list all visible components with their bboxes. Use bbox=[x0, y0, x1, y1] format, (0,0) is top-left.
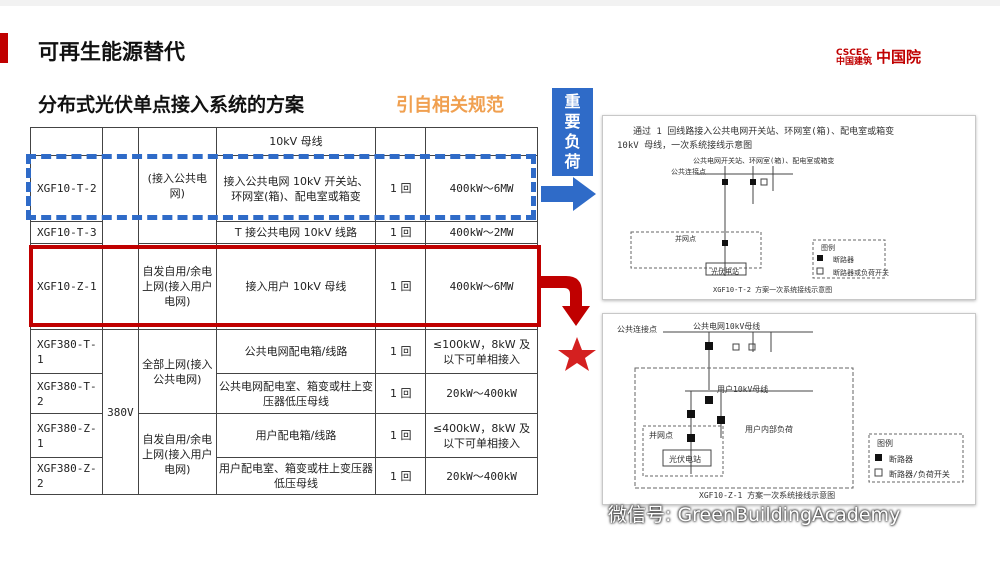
load-char: 要 bbox=[564, 112, 581, 131]
diagram-lines bbox=[630, 166, 886, 279]
capacity: 400kW～6MW bbox=[425, 155, 538, 222]
legend-title: 图例 bbox=[877, 439, 893, 448]
access-point: 用户配电室、箱变或柱上变压器低压母线 bbox=[215, 457, 377, 495]
legend-switch: 断路器/负荷开关 bbox=[889, 470, 950, 479]
station-label: 光伏电站 bbox=[669, 455, 701, 464]
diagram-lines bbox=[634, 331, 964, 489]
red-curved-arrow-icon bbox=[541, 276, 590, 326]
user-bus-label: 用户10kV母线 bbox=[717, 385, 769, 394]
table-row: XGF380-T-1 380V 全部上网(接入公共电网) 公共电网配电箱/线路 … bbox=[30, 329, 538, 495]
line-count bbox=[375, 127, 427, 156]
scheme-code: XGF10-T-2 bbox=[30, 155, 103, 222]
user-load-label: 用户内部负荷 bbox=[745, 425, 793, 434]
voltage-cell: 380V bbox=[101, 329, 139, 495]
access-point: 公共电网配电箱/线路 bbox=[215, 329, 377, 374]
slide-title: 可再生能源替代 bbox=[38, 40, 185, 64]
table-row: XGF380-Z-1 自发自用/余电上网(接入用户电网) 用户配电箱/线路 1 … bbox=[30, 413, 538, 495]
top-border bbox=[0, 0, 1000, 6]
wechat-watermark: 微信号: GreenBuildingAcademy bbox=[580, 500, 900, 527]
access-point: T 接公共电网 10kV 线路 bbox=[215, 221, 377, 244]
watermark-text: 微信号: GreenBuildingAcademy bbox=[608, 504, 901, 526]
grid-point-label: 并网点 bbox=[649, 431, 673, 440]
legend-breaker: 断路器 bbox=[889, 455, 913, 464]
table-row: XGF380-Z-2 用户配电室、箱变或柱上变压器低压母线 1 回 20kW～4… bbox=[30, 457, 538, 495]
brand-logo: CSCEC 中国建筑中国院 bbox=[836, 46, 921, 67]
logo-main-text: 中国院 bbox=[876, 48, 922, 66]
legend-breaker: 断路器 bbox=[833, 256, 854, 264]
star-icon bbox=[558, 337, 596, 371]
diagram-caption: XGF10-Z-1 方案一次系统接线示意图 bbox=[699, 491, 836, 500]
legend-switch: 断路器或负荷开关 bbox=[833, 269, 889, 277]
capacity bbox=[425, 127, 538, 156]
scheme-code: XGF10-Z-1 bbox=[30, 243, 103, 330]
diagram-header: 10kV 母线，一次系统接线示意图 bbox=[617, 141, 753, 151]
line-count: 1 回 bbox=[375, 373, 427, 414]
important-load-label: 重 要 负 荷 bbox=[552, 88, 593, 176]
diagram-header: 通过 1 回线路接入公共电网开关站、环网室(箱)、配电室或箱变 bbox=[633, 127, 895, 137]
wechat-icon bbox=[580, 507, 601, 523]
access-point: 10kV 母线 bbox=[215, 127, 377, 156]
diagram-xgf10-z-1: 公共连接点 公共电网10kV母线 用户10kV母线 并网点 用户内部负荷 光伏电… bbox=[602, 313, 976, 505]
title-accent-bar bbox=[0, 33, 8, 63]
capacity: 20kW～400kW bbox=[425, 457, 538, 495]
scheme-code bbox=[30, 127, 103, 156]
diagram-caption: XGF10-T-2 方案一次系统接线示意图 bbox=[713, 286, 833, 294]
scheme-code: XGF380-Z-2 bbox=[30, 457, 103, 495]
line-count: 1 回 bbox=[375, 413, 427, 458]
voltage-cell bbox=[101, 127, 139, 330]
scheme-code: XGF380-Z-1 bbox=[30, 413, 103, 458]
pcc-label: 公共连接点 bbox=[671, 168, 706, 176]
access-point: 接入用户 10kV 母线 bbox=[215, 243, 377, 330]
slide-subtitle: 分布式光伏单点接入系统的方案 bbox=[38, 94, 305, 116]
capacity: ≤100kW，8kW 及以下可单相接入 bbox=[425, 329, 538, 374]
blue-arrow-icon bbox=[541, 177, 596, 211]
access-mode: 自发自用/余电上网(接入用户电网) bbox=[137, 243, 217, 330]
pcc-label: 公共连接点 bbox=[617, 325, 657, 334]
table-row: XGF10-Z-1 自发自用/余电上网(接入用户电网) 接入用户 10kV 母线… bbox=[30, 243, 538, 330]
line-count: 1 回 bbox=[375, 221, 427, 244]
scheme-code: XGF380-T-1 bbox=[30, 329, 103, 374]
capacity: 400kW～6MW bbox=[425, 243, 538, 330]
line-count: 1 回 bbox=[375, 155, 427, 222]
bus-label: 公共电网开关站、环网室(箱)、配电室或箱变 bbox=[693, 157, 835, 165]
access-point: 公共电网配电室、箱变或柱上变压器低压母线 bbox=[215, 373, 377, 414]
scheme-code: XGF380-T-2 bbox=[30, 373, 103, 414]
access-mode: 自发自用/余电上网(接入用户电网) bbox=[137, 413, 217, 495]
scheme-code: XGF10-T-3 bbox=[30, 221, 103, 244]
highlight-dashed-box bbox=[26, 154, 536, 220]
line-count: 1 回 bbox=[375, 329, 427, 374]
highlight-red-box bbox=[29, 245, 541, 327]
load-char: 荷 bbox=[564, 152, 581, 171]
load-char: 负 bbox=[564, 132, 581, 151]
legend-title: 图例 bbox=[821, 244, 835, 252]
access-point: 用户配电箱/线路 bbox=[215, 413, 377, 458]
grid-point-label: 并网点 bbox=[675, 235, 696, 243]
load-char: 重 bbox=[564, 92, 581, 111]
access-scheme-table: (接入公共电网) 10kV 母线 XGF10-T-2 接入公共电网 10kV 开… bbox=[30, 127, 538, 495]
logo-small-text: CSCEC 中国建筑 bbox=[836, 47, 873, 67]
citation-note: 引自相关规范 bbox=[396, 95, 504, 116]
table-row: XGF380-T-2 公共电网配电室、箱变或柱上变压器低压母线 1 回 20kW… bbox=[30, 373, 538, 414]
diagram-xgf10-t-2: 通过 1 回线路接入公共电网开关站、环网室(箱)、配电室或箱变 10kV 母线，… bbox=[602, 115, 976, 300]
access-mode: 全部上网(接入公共电网) bbox=[137, 329, 217, 414]
capacity: 400kW～2MW bbox=[425, 221, 538, 244]
table-row: (接入公共电网) 10kV 母线 bbox=[30, 127, 538, 330]
line-count: 1 回 bbox=[375, 243, 427, 330]
bus-label: 公共电网10kV母线 bbox=[693, 322, 761, 331]
capacity: 20kW～400kW bbox=[425, 373, 538, 414]
capacity: ≤400kW，8kW 及以下可单相接入 bbox=[425, 413, 538, 458]
line-count: 1 回 bbox=[375, 457, 427, 495]
